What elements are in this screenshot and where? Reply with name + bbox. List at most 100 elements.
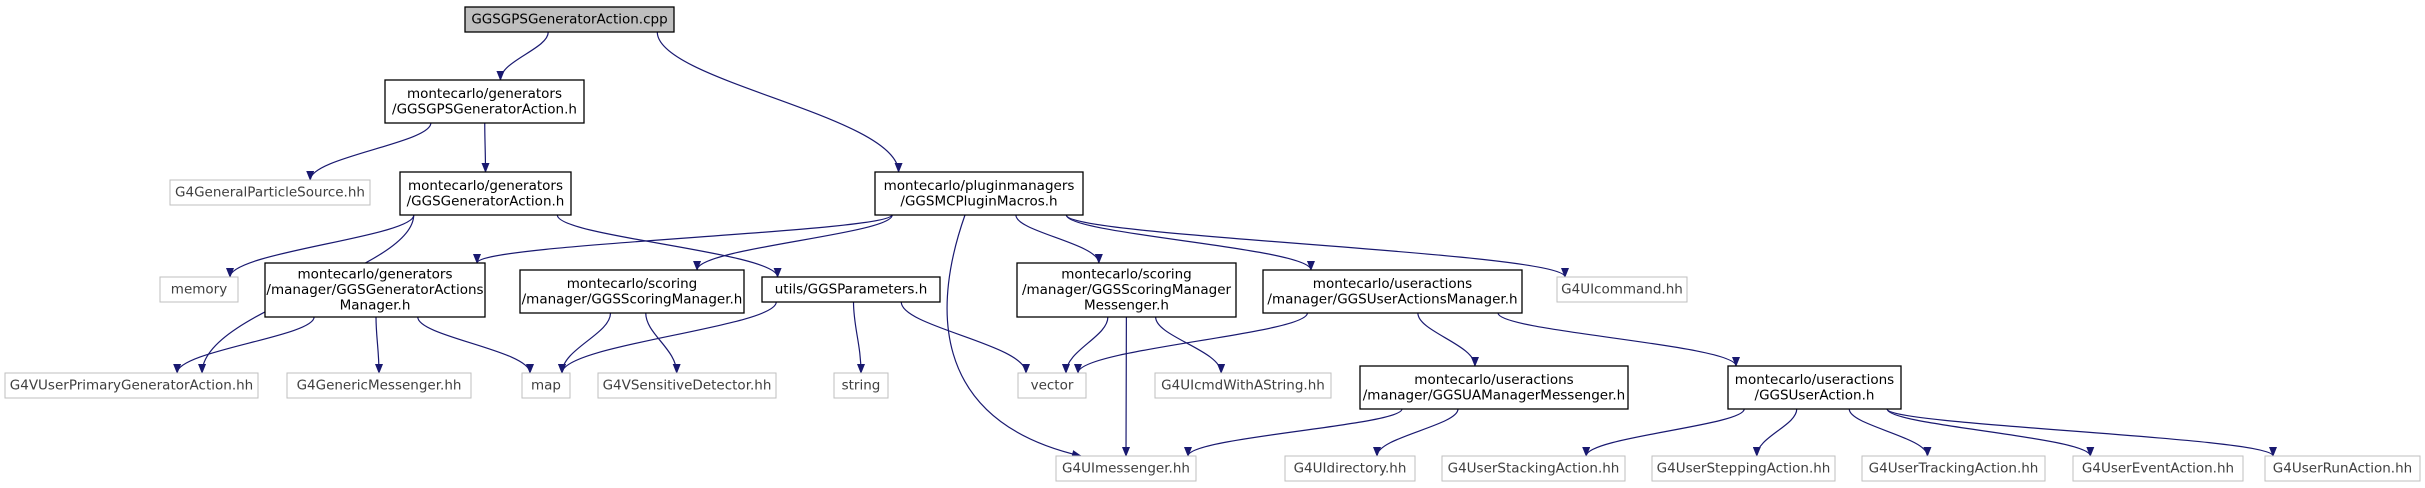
edge-uamgr-to-uamsg	[1417, 312, 1479, 367]
node-label: /manager/GGSScoringManager	[1022, 282, 1232, 298]
node-box	[1262, 269, 1523, 314]
node-map[interactable]: map	[521, 372, 571, 399]
edge-useraction-to-g4track	[1848, 408, 1932, 457]
node-useraction[interactable]: montecarlo/useractions/GGSUserAction.h	[1727, 365, 1902, 410]
node-box	[833, 372, 889, 399]
node-label: /manager/GGSGeneratorActions	[266, 282, 483, 298]
node-label: montecarlo/useractions	[1735, 372, 1894, 388]
node-g4vsens[interactable]: G4VSensitiveDetector.hh	[597, 372, 777, 399]
edge-uamsg-to-g4uimsg	[1184, 408, 1403, 457]
node-box	[399, 171, 572, 216]
edge-mcplugin-to-g4uicmd	[1065, 214, 1569, 278]
node-label: G4UIcmdWithAString.hh	[1161, 378, 1325, 394]
edge-gen_h-to-params	[556, 214, 782, 278]
node-g4uidir[interactable]: G4UIdirectory.hh	[1284, 455, 1416, 482]
edge-genmgr-to-map	[417, 316, 534, 374]
node-box	[286, 372, 472, 399]
edge-gpsgen_h-to-g4gps	[306, 122, 432, 181]
node-box	[1359, 365, 1629, 410]
edge-useraction-to-g4stack	[1582, 408, 1745, 457]
node-g4uimsg[interactable]: G4UImessenger.hh	[1055, 455, 1197, 482]
node-box	[2264, 455, 2421, 482]
node-label: montecarlo/scoring	[1061, 267, 1192, 283]
node-label: /manager/GGSScoringManager.h	[522, 291, 743, 307]
node-string[interactable]: string	[833, 372, 889, 399]
node-g4stack[interactable]: G4UserStackingAction.hh	[1441, 455, 1626, 482]
node-g4step[interactable]: G4UserSteppingAction.hh	[1651, 455, 1836, 482]
edge-uamgr-to-vector	[1074, 312, 1308, 374]
edge-mcplugin-to-genmgr	[473, 214, 893, 264]
node-label: /manager/GGSUAManagerMessenger.h	[1363, 387, 1625, 403]
node-g4vupg[interactable]: G4VUserPrimaryGeneratorAction.hh	[4, 372, 259, 399]
node-g4gps[interactable]: G4GeneralParticleSource.hh	[169, 179, 371, 206]
node-uamsg[interactable]: montecarlo/useractions/manager/GGSUAMana…	[1359, 365, 1629, 410]
node-params[interactable]: utils/GGSParameters.h	[761, 276, 941, 303]
node-label: vector	[1031, 378, 1074, 394]
node-label: memory	[171, 282, 227, 298]
node-vector[interactable]: vector	[1017, 372, 1087, 399]
node-scoremsg[interactable]: montecarlo/scoring/manager/GGSScoringMan…	[1016, 262, 1237, 318]
node-genmgr[interactable]: montecarlo/generators/manager/GGSGenerat…	[264, 262, 486, 318]
node-box	[1017, 372, 1087, 399]
node-gen_h[interactable]: montecarlo/generators/GGSGeneratorAction…	[399, 171, 572, 216]
node-g4event[interactable]: G4UserEventAction.hh	[2072, 455, 2244, 482]
edges-layer	[173, 31, 2277, 458]
node-g4genmsg[interactable]: G4GenericMessenger.hh	[286, 372, 472, 399]
node-label: Messenger.h	[1084, 298, 1169, 314]
node-box	[1556, 276, 1688, 303]
edge-scoremsg-to-g4cmdstr	[1155, 316, 1226, 374]
nodes-layer: GGSGPSGeneratorAction.cpp montecarlo/gene…	[4, 6, 2421, 482]
node-label: G4UserStackingAction.hh	[1448, 461, 1620, 477]
node-label: map	[531, 378, 561, 394]
node-label: /manager/GGSUserActionsManager.h	[1267, 291, 1517, 307]
edge-scoremsg-to-vector	[1061, 316, 1109, 374]
node-label: G4VUserPrimaryGeneratorAction.hh	[10, 378, 253, 394]
edge-useraction-to-g4step	[1752, 408, 1798, 457]
node-label: montecarlo/generators	[297, 267, 452, 283]
node-box	[2072, 455, 2244, 482]
edge-gpsgen_h-to-gen_h	[481, 122, 490, 173]
node-box	[1861, 455, 2046, 482]
edge-root-to-mcplugin	[656, 31, 903, 173]
node-box	[1651, 455, 1836, 482]
node-label: montecarlo/useractions	[1414, 372, 1573, 388]
edge-gen_h-to-memory	[226, 214, 415, 278]
node-box	[1727, 365, 1902, 410]
node-label: G4UserRunAction.hh	[2273, 461, 2412, 477]
node-box	[1284, 455, 1416, 482]
node-box	[1055, 455, 1197, 482]
edge-params-to-string	[852, 301, 865, 374]
node-label: G4GenericMessenger.hh	[297, 378, 462, 394]
edge-useraction-to-g4run	[1886, 408, 2277, 457]
node-label: G4VSensitiveDetector.hh	[603, 378, 772, 394]
node-box	[1016, 262, 1237, 318]
edge-mcplugin-to-uamgr	[1065, 214, 1315, 271]
node-box	[464, 6, 675, 33]
node-g4run[interactable]: G4UserRunAction.hh	[2264, 455, 2421, 482]
edge-params-to-vector	[900, 301, 1030, 374]
edge-uamsg-to-g4uidir	[1373, 408, 1459, 457]
node-label: G4UIdirectory.hh	[1294, 461, 1407, 477]
node-label: GGSGPSGeneratorAction.cpp	[471, 12, 667, 28]
edge-root-to-gpsgen_h	[496, 31, 549, 81]
node-mcplugin[interactable]: montecarlo/pluginmanagers/GGSMCPluginMac…	[874, 171, 1084, 216]
edge-genmgr-to-g4vupg	[173, 316, 315, 374]
edge-genmgr-to-g4genmsg	[374, 316, 383, 374]
node-gpsgen_h[interactable]: montecarlo/generators/GGSGPSGeneratorAct…	[384, 79, 585, 124]
node-scoremgr[interactable]: montecarlo/scoring/manager/GGSScoringMan…	[519, 269, 745, 314]
node-label: G4UserTrackingAction.hh	[1869, 461, 2039, 477]
node-label: G4UImessenger.hh	[1062, 461, 1190, 477]
node-label: /GGSUserAction.h	[1755, 387, 1875, 403]
node-memory[interactable]: memory	[159, 276, 239, 303]
node-g4cmdstr[interactable]: G4UIcmdWithAString.hh	[1154, 372, 1332, 399]
node-box	[519, 269, 745, 314]
node-g4track[interactable]: G4UserTrackingAction.hh	[1861, 455, 2046, 482]
node-label: utils/GGSParameters.h	[775, 282, 928, 298]
node-g4uicmd[interactable]: G4UIcommand.hh	[1556, 276, 1688, 303]
node-uamgr[interactable]: montecarlo/useractions/manager/GGSUserAc…	[1262, 269, 1523, 314]
node-root[interactable]: GGSGPSGeneratorAction.cpp	[464, 6, 675, 33]
edge-params-to-map	[558, 301, 777, 374]
node-box	[597, 372, 777, 399]
node-box	[1154, 372, 1332, 399]
